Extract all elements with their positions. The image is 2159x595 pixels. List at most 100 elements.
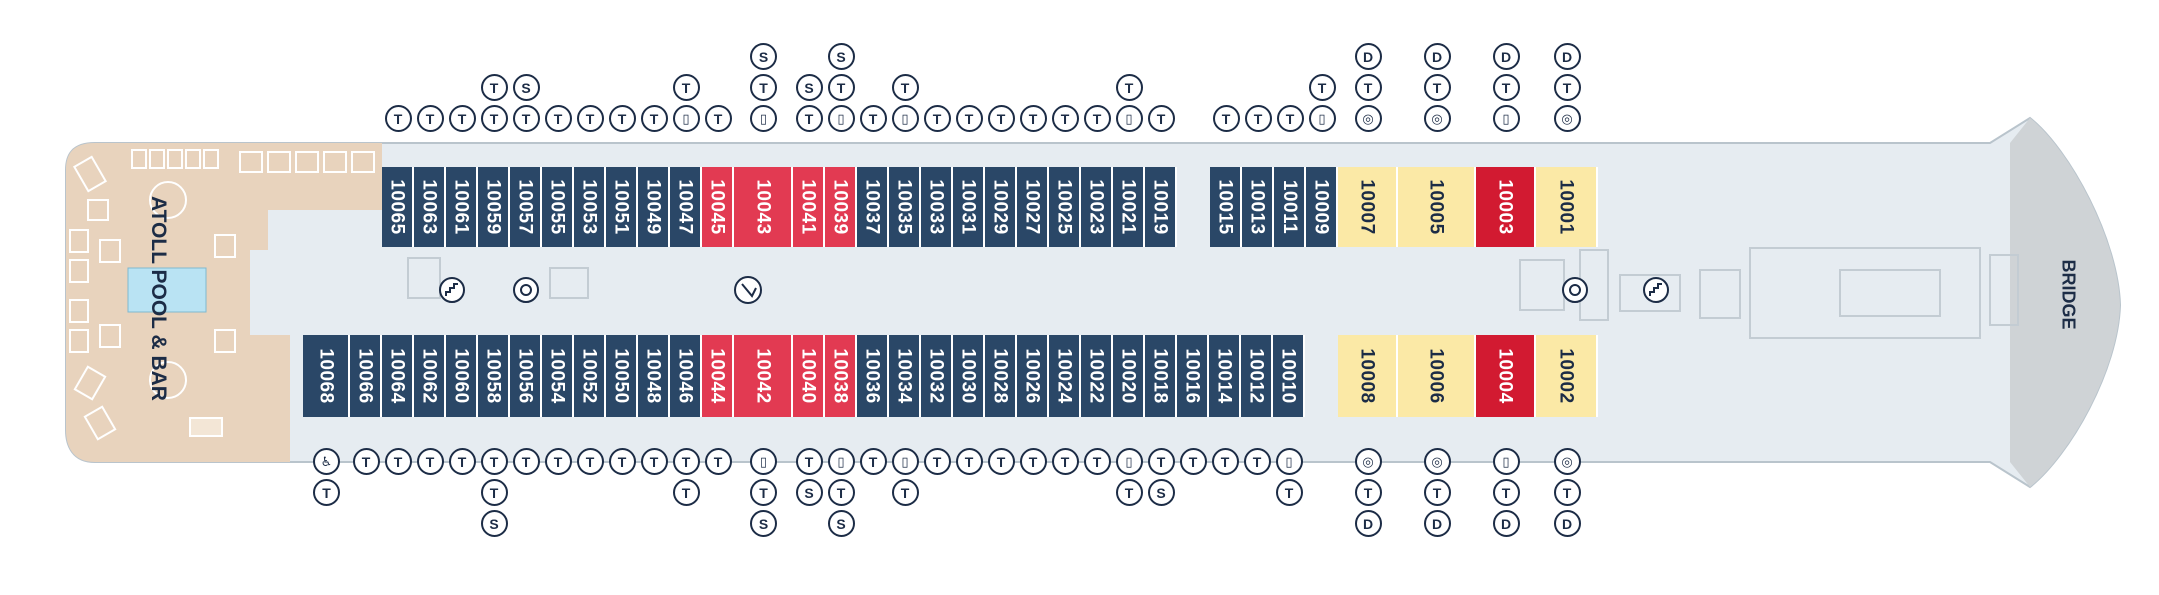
cabin-top[interactable]: 10039 [825, 167, 857, 247]
cabin-bottom[interactable]: 10034 [889, 335, 921, 417]
cabin-bottom[interactable]: 10032 [921, 335, 953, 417]
cabin-bottom[interactable]: 10046 [670, 335, 702, 417]
cabin-bottom[interactable]: 10010 [1273, 335, 1305, 417]
cabin-top[interactable]: 10029 [985, 167, 1017, 247]
cabin-bottom[interactable]: 10004 [1476, 335, 1536, 417]
twin-bed-icon: T [859, 448, 887, 475]
cabin-number: 10053 [579, 179, 600, 235]
cabin-top[interactable]: 10045 [702, 167, 734, 247]
cabin-bottom[interactable]: 10038 [825, 335, 857, 417]
double-bed-icon: D [1492, 510, 1520, 537]
cabin-number: 10063 [419, 179, 440, 235]
cabin-bottom[interactable]: 10068 [303, 335, 350, 417]
cabin-top[interactable]: 10057 [510, 167, 542, 247]
cabin-top[interactable]: 10021 [1113, 167, 1145, 247]
cabin-top[interactable]: 10023 [1081, 167, 1113, 247]
twin-bed-icon: T [576, 105, 604, 132]
twin-bed-icon: T [987, 448, 1015, 475]
cabin-bottom[interactable]: 10024 [1049, 335, 1081, 417]
cabin-top[interactable]: 10007 [1338, 167, 1398, 247]
cabin-bottom[interactable]: 10028 [985, 335, 1017, 417]
sofa-bed-icon: S [827, 43, 855, 70]
cabin-bottom[interactable]: 10056 [510, 335, 542, 417]
cabin-bottom[interactable]: 10054 [542, 335, 574, 417]
cabin-number: 10038 [830, 348, 851, 404]
cabin-top[interactable]: 10051 [606, 167, 638, 247]
twin-bed-icon: T [1354, 479, 1382, 506]
cabin-amenity-icons: T [351, 448, 381, 475]
cabin-top[interactable]: 10063 [414, 167, 446, 247]
twin-bed-icon: T [1275, 479, 1303, 506]
cabin-bottom[interactable]: 10020 [1113, 335, 1145, 417]
cabin-top[interactable]: 10055 [542, 167, 574, 247]
cabin-bottom[interactable]: 10018 [1145, 335, 1177, 417]
cabin-amenity-icons: T [447, 105, 477, 132]
cabin-top[interactable]: 10047 [670, 167, 702, 247]
cabin-top[interactable]: 10053 [574, 167, 606, 247]
cabin-top[interactable]: 10027 [1017, 167, 1049, 247]
cabin-top[interactable]: 10005 [1398, 167, 1476, 247]
cabin-top[interactable]: 10033 [921, 167, 953, 247]
sofa-bed-icon: S [512, 74, 540, 101]
cabin-bottom[interactable]: 10060 [446, 335, 478, 417]
cabin-bottom[interactable]: 10040 [793, 335, 825, 417]
cabin-top[interactable]: 10001 [1536, 167, 1598, 247]
cabin-bottom[interactable]: 10030 [953, 335, 985, 417]
cabin-number: 10039 [830, 179, 851, 235]
cabin-top[interactable]: 10025 [1049, 167, 1081, 247]
cabin-bottom[interactable]: 10014 [1209, 335, 1241, 417]
cabin-bottom[interactable]: 10016 [1177, 335, 1209, 417]
cabin-top[interactable]: 10015 [1210, 167, 1242, 247]
sofa-bed-icon: S [750, 510, 777, 537]
cabin-top[interactable]: 10049 [638, 167, 670, 247]
bathtub-icon: ▯ [827, 448, 855, 475]
cabin-top[interactable]: 10041 [793, 167, 825, 247]
twin-bed-icon: T [704, 105, 732, 132]
twin-bed-icon: T [672, 479, 700, 506]
cabin-top[interactable]: 10043 [734, 167, 793, 247]
cabin-top[interactable]: 10031 [953, 167, 985, 247]
cabin-bottom[interactable]: 10050 [606, 335, 638, 417]
cabin-top[interactable]: 10009 [1306, 167, 1338, 247]
shower-icon: ◎ [1423, 448, 1451, 475]
cabin-bottom[interactable]: 10052 [574, 335, 606, 417]
cabin-amenity-icons: T [1146, 105, 1176, 132]
twin-bed-icon: T [955, 448, 983, 475]
cabin-top[interactable]: 10003 [1476, 167, 1536, 247]
cabin-top[interactable]: 10013 [1242, 167, 1274, 247]
cabin-number: 10007 [1357, 179, 1378, 235]
cabin-top[interactable]: 10019 [1145, 167, 1177, 247]
cabin-bottom[interactable]: 10062 [414, 335, 446, 417]
cabin-bottom[interactable]: 10048 [638, 335, 670, 417]
cabin-top[interactable]: 10011 [1274, 167, 1306, 247]
twin-bed-icon: T [1553, 479, 1581, 506]
cabin-top[interactable]: 10061 [446, 167, 478, 247]
cabin-bottom[interactable]: 10002 [1536, 335, 1598, 417]
twin-bed-icon: T [1019, 448, 1047, 475]
cabin-number: 10018 [1150, 348, 1171, 404]
cabin-top[interactable]: 10059 [478, 167, 510, 247]
cabin-top[interactable]: 10037 [857, 167, 889, 247]
twin-bed-icon: T [1115, 74, 1143, 101]
cabin-number: 10011 [1279, 179, 1301, 235]
cabin-number: 10028 [990, 348, 1011, 404]
cabin-bottom[interactable]: 10012 [1241, 335, 1273, 417]
cabin-bottom[interactable]: 10026 [1017, 335, 1049, 417]
cabin-top[interactable]: 10065 [382, 167, 414, 247]
cabin-number: 10049 [643, 179, 664, 235]
cabin-bottom[interactable]: 10058 [478, 335, 510, 417]
cabin-bottom[interactable]: 10008 [1338, 335, 1398, 417]
cabin-bottom[interactable]: 10042 [734, 335, 793, 417]
cabin-bottom[interactable]: 10036 [857, 335, 889, 417]
cabin-number: 10048 [643, 348, 664, 404]
cabin-bottom[interactable]: 10022 [1081, 335, 1113, 417]
cabin-bottom[interactable]: 10064 [382, 335, 414, 417]
cabin-bottom[interactable]: 10006 [1398, 335, 1476, 417]
cabin-bottom[interactable]: 10044 [702, 335, 734, 417]
cabin-top[interactable]: 10035 [889, 167, 921, 247]
cabin-bottom[interactable]: 10066 [350, 335, 382, 417]
cabin-number: 10014 [1214, 348, 1235, 404]
